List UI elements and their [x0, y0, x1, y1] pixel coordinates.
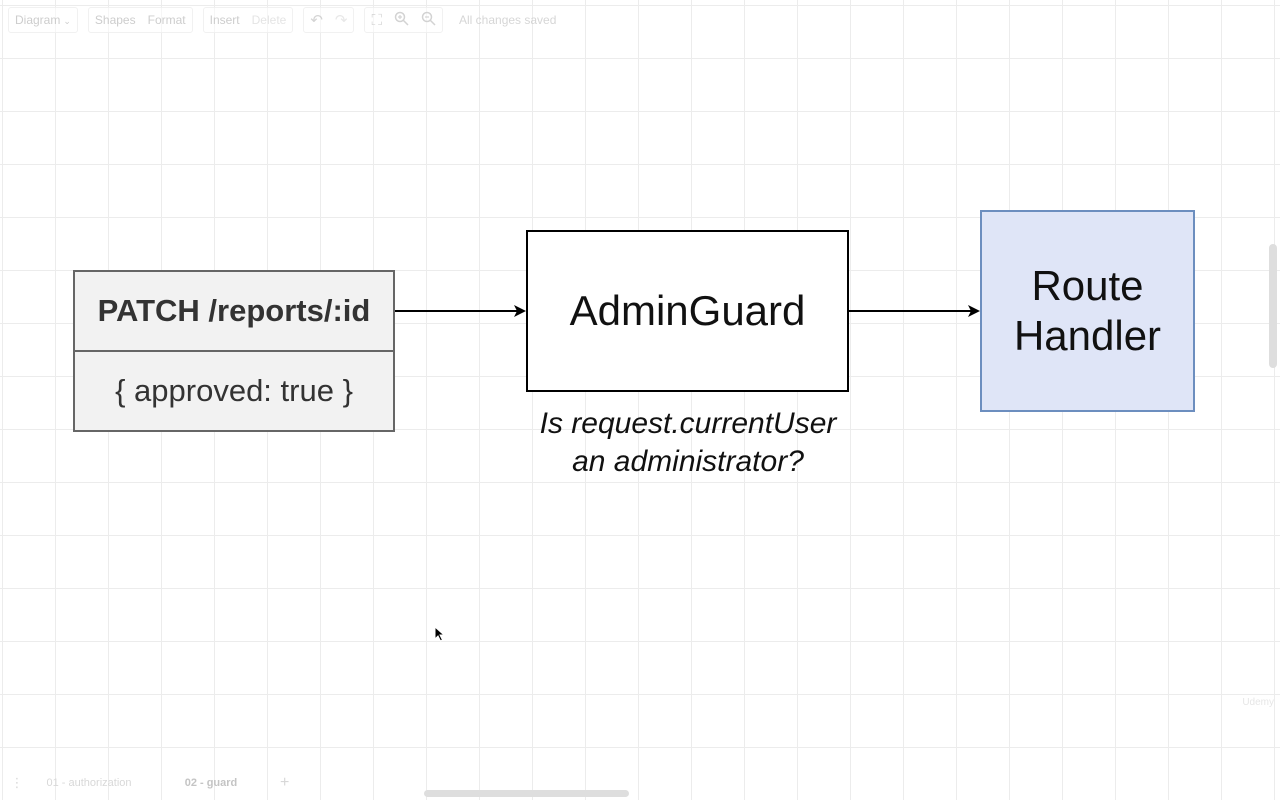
- edit-group: Insert Delete: [202, 7, 294, 33]
- shapes-button[interactable]: Shapes: [94, 13, 136, 27]
- route-handler-box[interactable]: Route Handler: [980, 210, 1195, 412]
- vertical-scrollbar[interactable]: [1269, 244, 1277, 368]
- page-tabs: ⋮ 01 - authorization 02 - guard +: [0, 766, 295, 800]
- save-status: All changes saved: [459, 13, 557, 27]
- format-button[interactable]: Format: [147, 13, 186, 27]
- admin-guard-box[interactable]: AdminGuard: [526, 230, 849, 392]
- guard-caption-line1: Is request.currentUser: [539, 407, 837, 440]
- route-handler-line1: Route: [1031, 262, 1144, 310]
- panels-group: Shapes Format: [87, 7, 193, 33]
- add-page-button[interactable]: +: [280, 774, 290, 791]
- request-body-box[interactable]: { approved: true }: [73, 350, 395, 432]
- guard-caption-line2: an administrator?: [572, 445, 804, 478]
- request-header-text: PATCH /reports/:id: [97, 293, 371, 328]
- route-handler-line2: Handler: [1013, 312, 1162, 359]
- undo-icon[interactable]: ↶: [310, 12, 323, 29]
- route-handler-label: Route Handler: [1014, 261, 1161, 360]
- guard-caption[interactable]: Is request.currentUser an administrator?: [500, 405, 876, 481]
- diagram-menu-button[interactable]: Diagram⌄: [15, 13, 71, 27]
- page-tab-guard[interactable]: 02 - guard: [184, 777, 238, 789]
- mouse-cursor-icon: [434, 626, 446, 642]
- toolbar: Diagram⌄ Shapes Format Insert Delete ↶ ↷…: [0, 0, 1280, 40]
- request-body-text: { approved: true }: [115, 373, 353, 408]
- zoom-in-icon[interactable]: [394, 11, 409, 30]
- redo-icon[interactable]: ↷: [334, 12, 348, 29]
- admin-guard-label: AdminGuard: [569, 287, 806, 334]
- zoom-out-icon[interactable]: [421, 11, 436, 30]
- history-group: ↶ ↷: [303, 7, 355, 33]
- horizontal-scrollbar[interactable]: [424, 790, 629, 797]
- request-header-box[interactable]: PATCH /reports/:id: [73, 270, 395, 352]
- fullscreen-icon[interactable]: ⛶: [371, 11, 382, 29]
- udemy-watermark: Udemy: [1242, 697, 1274, 708]
- page-tab-authorization[interactable]: 01 - authorization: [46, 777, 132, 789]
- pages-menu-icon[interactable]: ⋮: [10, 775, 24, 790]
- view-group: ⛶: [364, 7, 443, 33]
- diagram-menu-group: Diagram⌄: [8, 7, 78, 33]
- chevron-down-icon: ⌄: [63, 16, 71, 26]
- delete-button[interactable]: Delete: [251, 13, 287, 27]
- insert-button[interactable]: Insert: [209, 13, 240, 27]
